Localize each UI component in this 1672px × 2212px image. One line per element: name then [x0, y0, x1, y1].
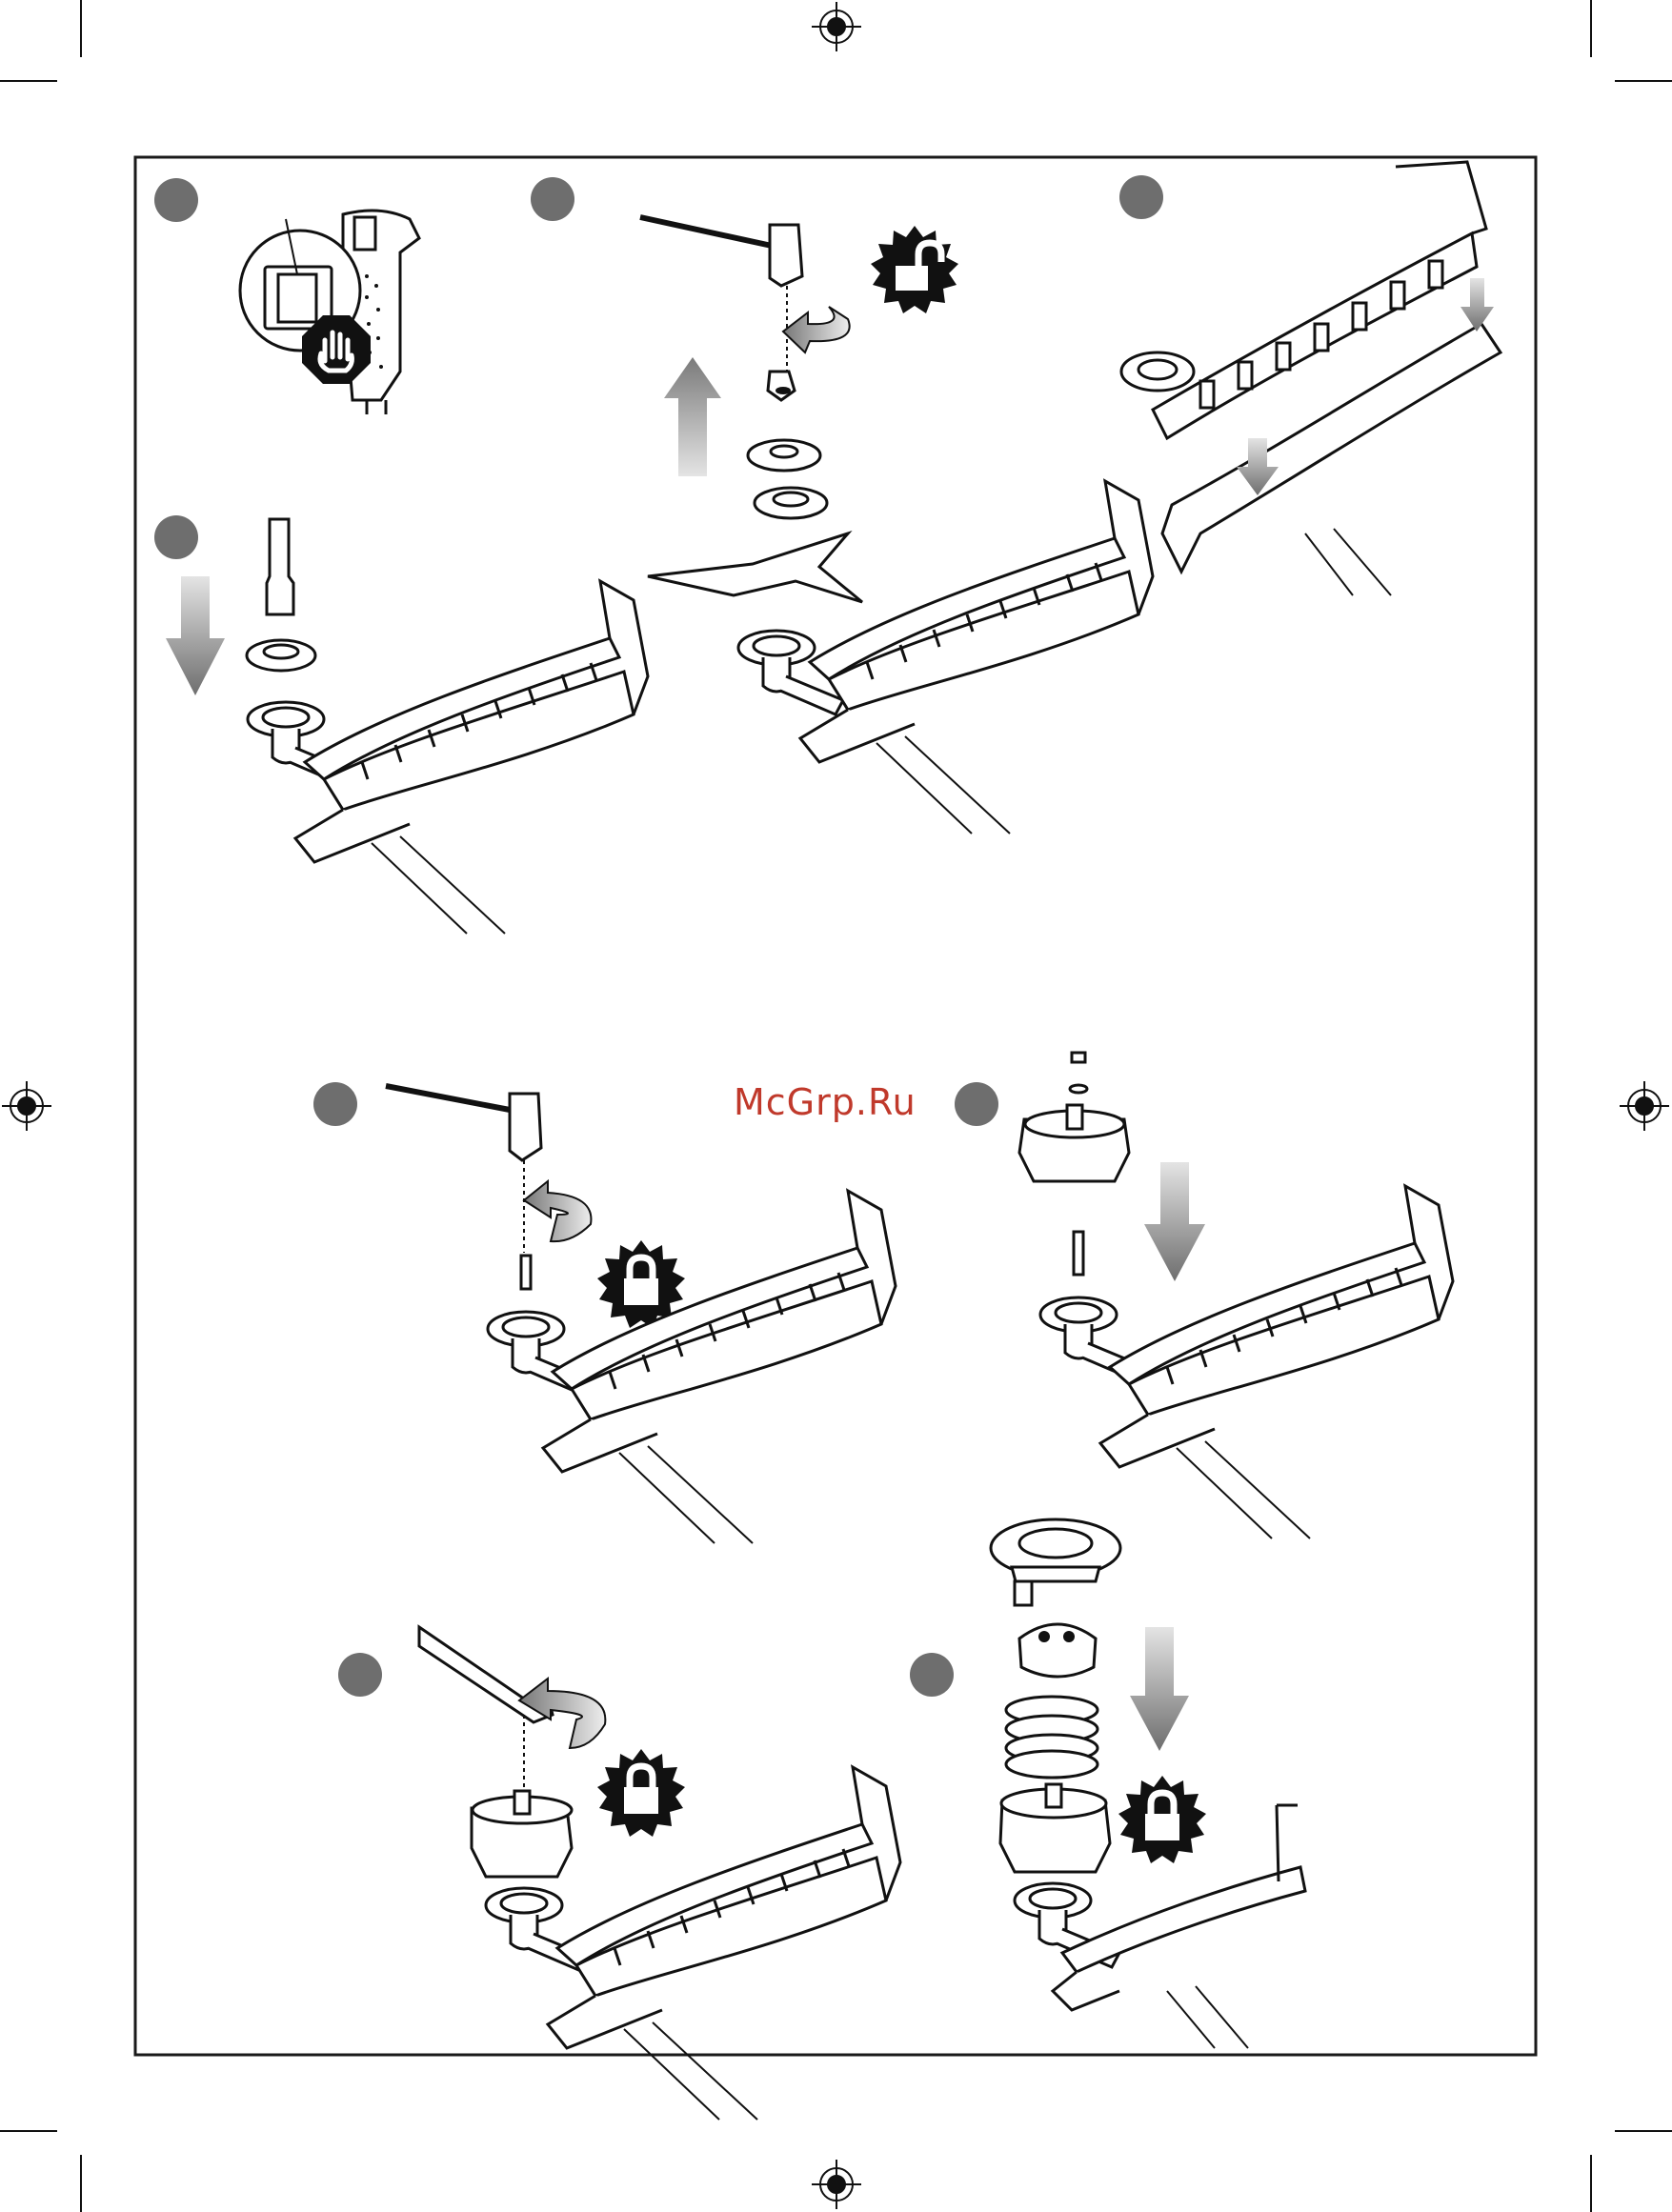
step-e-marker — [313, 1082, 357, 1126]
rotate-counterclockwise-arrow — [783, 307, 850, 352]
unlock-icon — [871, 226, 958, 313]
registration-mark-left — [2, 1081, 51, 1131]
cutting-blade — [648, 533, 862, 602]
arrow-down-icon — [1130, 1627, 1189, 1751]
step-h-spool-assembly — [991, 1519, 1305, 2048]
arrow-up-icon — [664, 357, 721, 476]
arrow-down-icon-2 — [1460, 278, 1494, 332]
step-g-marker — [338, 1653, 382, 1697]
step-e-lock-shaft — [386, 1086, 896, 1543]
line-spool — [1006, 1697, 1098, 1778]
step-d-marker — [154, 515, 198, 559]
step-a-handle-illustration — [240, 211, 419, 414]
step-a-marker — [154, 178, 198, 222]
registration-mark-bottom — [812, 2160, 861, 2209]
step-c-marker — [1119, 175, 1163, 219]
step-c-guard-attach — [1121, 162, 1501, 595]
step-d-spacer-install — [166, 519, 648, 934]
lock-icon — [1118, 1776, 1206, 1863]
arrow-down-icon — [1144, 1162, 1205, 1281]
registration-mark-right — [1620, 1081, 1669, 1131]
watermark-text: McGrp.Ru — [734, 1081, 917, 1123]
step-b-marker — [531, 177, 574, 221]
step-f-cup-install — [1019, 1053, 1453, 1538]
registration-mark-top — [812, 2, 861, 51]
step-markers — [154, 175, 1163, 1697]
step-h-marker — [910, 1653, 954, 1697]
arrow-down-icon — [166, 576, 225, 695]
lock-icon — [597, 1749, 685, 1837]
step-g-spanner-lock — [419, 1627, 900, 2120]
step-f-marker — [955, 1082, 998, 1126]
rotate-clockwise-arrow — [524, 1181, 591, 1241]
step-b-blade-removal — [640, 217, 1153, 834]
